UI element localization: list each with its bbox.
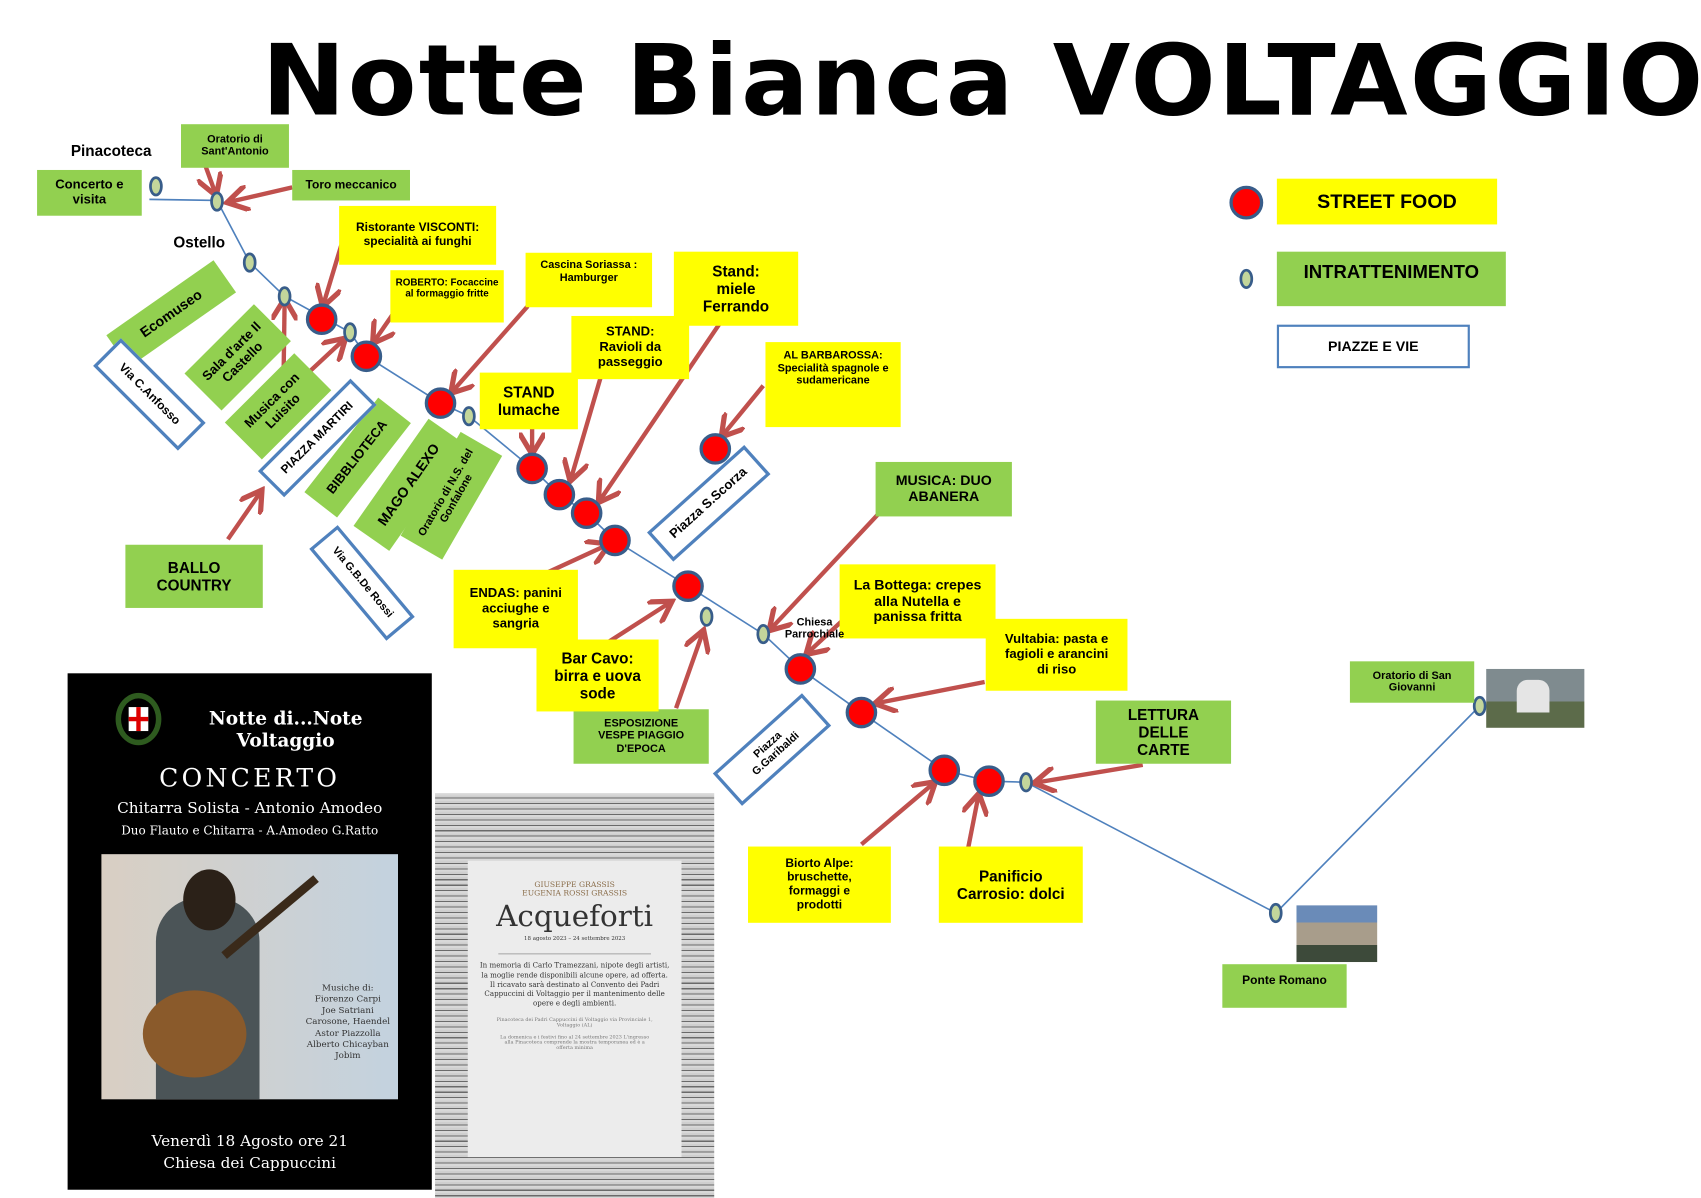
poster-line1: Chitarra Solista - Antonio Amodeo bbox=[117, 799, 383, 818]
toro-meccanico: Toro meccanico bbox=[292, 169, 410, 201]
food-marker bbox=[973, 765, 1005, 797]
food-roberto: ROBERTO: Focaccine al formaggio fritte bbox=[390, 270, 504, 323]
food-marker bbox=[784, 653, 817, 685]
entertainment-marker bbox=[242, 252, 257, 273]
arrow bbox=[724, 384, 765, 434]
legend-street-food: STREET FOOD bbox=[1276, 178, 1498, 225]
arrow bbox=[309, 341, 343, 373]
arrow bbox=[772, 507, 885, 628]
food-marker bbox=[305, 303, 338, 336]
entertainment-marker bbox=[1019, 772, 1033, 793]
food-barcavo: Bar Cavo: birra e uova sode bbox=[536, 639, 659, 712]
arrow bbox=[879, 679, 986, 703]
food-panificio: Panificio Carrosio: dolci bbox=[938, 846, 1083, 923]
duo-abanera: MUSICA: DUO ABANERA bbox=[875, 461, 1012, 517]
page-title: Notte Bianca VOLTAGGIO bbox=[261, 23, 1701, 139]
ponte-romano: Ponte Romano bbox=[1222, 964, 1347, 1008]
food-biorto: Biorto Alpe: bruschette, formaggi e prod… bbox=[748, 846, 891, 923]
food-visconti: Ristorante VISCONTI: specialità ai fungh… bbox=[339, 205, 497, 265]
street-food-markers bbox=[305, 185, 1264, 797]
legend-food-marker bbox=[1229, 185, 1264, 220]
label-ostello: Ostello bbox=[173, 233, 226, 251]
arrow bbox=[547, 546, 605, 574]
poster-place: Chiesa dei Cappuccini bbox=[163, 1154, 337, 1173]
entertainment-marker bbox=[277, 286, 292, 307]
food-miele: Stand: miele Ferrando bbox=[673, 251, 799, 326]
concerto-visita: Concerto e visita bbox=[37, 169, 142, 216]
legend-squares-streets: PIAZZE E VIE bbox=[1276, 324, 1470, 369]
coat-of-arms-icon bbox=[115, 692, 162, 746]
flyer-hours: La domenica e i festivi fino al 24 sette… bbox=[500, 1034, 650, 1052]
food-soriassa: Cascina Soriassa : Hamburger bbox=[525, 252, 653, 308]
food-marker bbox=[543, 478, 576, 511]
food-marker bbox=[516, 452, 548, 485]
arrow bbox=[673, 634, 702, 709]
oratorio-photo bbox=[1486, 668, 1585, 728]
arrow bbox=[226, 494, 260, 541]
ponte-photo bbox=[1296, 905, 1378, 963]
food-marker bbox=[570, 497, 603, 529]
arrow bbox=[454, 304, 530, 390]
poster-title1: Notte di...Note bbox=[208, 708, 363, 730]
arrow bbox=[571, 368, 606, 477]
poster-line2: Duo Flauto e Chitarra - A.Amodeo G.Ratto bbox=[121, 823, 379, 838]
legend-entertainment: INTRATTENIMENTO bbox=[1276, 251, 1506, 307]
entertainment-marker bbox=[1472, 695, 1487, 717]
flyer-address: Pinacoteca dei Padri Cappuccini di Volta… bbox=[496, 1017, 653, 1029]
arrow bbox=[231, 187, 293, 201]
arrow bbox=[1038, 762, 1144, 782]
food-barbarossa: AL BARBAROSSA: Specialità spagnole e sud… bbox=[765, 342, 901, 428]
oratorio-sangiovanni: Oratorio di San Giovanni bbox=[1349, 661, 1475, 703]
flyer-author2: EUGENIA ROSSI GRASSIS bbox=[522, 889, 628, 898]
poster-title2: Voltaggio bbox=[236, 730, 335, 753]
food-marker bbox=[845, 696, 878, 729]
arrow bbox=[324, 244, 344, 303]
food-vultabia: Vultabia: pasta e fagioli e arancini di … bbox=[985, 618, 1128, 691]
poster-date: Venerdì 18 Agosto ore 21 bbox=[151, 1133, 348, 1151]
food-ravioli: STAND: Ravioli da passeggio bbox=[571, 315, 690, 380]
legend-entertainment-marker bbox=[1239, 268, 1254, 289]
arrows bbox=[201, 151, 1144, 854]
label-pinacoteca: Pinacoteca bbox=[70, 141, 152, 160]
food-bottega: La Bottega: crepes alla Nutella e paniss… bbox=[839, 564, 996, 639]
food-marker bbox=[350, 340, 383, 373]
flyer-title: Acqueforti bbox=[496, 899, 654, 934]
flyer-author1: GIUSEPPE GRASSIS bbox=[534, 880, 615, 890]
entertainment-marker bbox=[462, 406, 476, 427]
food-marker bbox=[928, 754, 961, 787]
flyer-body: In memoria di Carlo Tramezzani, nipote d… bbox=[479, 960, 670, 1008]
entertainment-marker bbox=[149, 176, 163, 197]
entertainment-marker bbox=[756, 624, 771, 645]
flyer-dates: 18 agosto 2023 – 24 settembre 2023 bbox=[524, 935, 626, 943]
lettura-carte: LETTURA DELLE CARTE bbox=[1095, 700, 1232, 764]
food-marker bbox=[699, 433, 732, 465]
concert-poster: Notte di...Note Voltaggio CONCERTO Chita… bbox=[67, 673, 432, 1190]
entertainment-marker bbox=[210, 191, 224, 212]
food-marker bbox=[599, 524, 631, 557]
arrow bbox=[967, 798, 978, 854]
esposizione-vespe: ESPOSIZIONE VESPE PIAGGIO D'EPOCA bbox=[573, 709, 709, 764]
entertainment-marker bbox=[1268, 902, 1283, 924]
food-marker bbox=[424, 387, 457, 419]
label-chiesa: Chiesa Parrochiale bbox=[784, 616, 845, 641]
food-marker bbox=[672, 570, 704, 602]
food-lumache: STAND lumache bbox=[479, 372, 578, 430]
ballo-country: BALLO COUNTRY bbox=[125, 544, 263, 608]
oratorio-santantonio: Oratorio di Sant'Antonio bbox=[181, 124, 289, 168]
food-endas: ENDAS: panini acciughe e sangria bbox=[453, 569, 578, 649]
arrow bbox=[860, 784, 932, 847]
arrow bbox=[601, 322, 722, 499]
entertainment-marker bbox=[699, 606, 714, 627]
acqueforti-flyer: GIUSEPPE GRASSIS EUGENIA ROSSI GRASSIS A… bbox=[435, 793, 715, 1198]
entertainment-marker bbox=[343, 322, 357, 343]
poster-heading: CONCERTO bbox=[159, 764, 341, 794]
entertainment-markers bbox=[149, 176, 1487, 924]
